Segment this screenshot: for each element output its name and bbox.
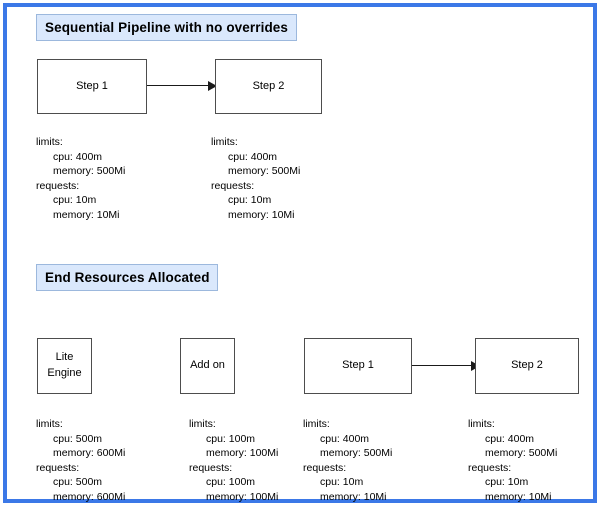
requests-memory: memory: 100Mi xyxy=(206,490,279,503)
node-lite-engine[interactable]: Lite Engine xyxy=(37,338,92,394)
requests-memory: memory: 10Mi xyxy=(320,490,387,503)
node-label: Step 1 xyxy=(342,359,374,372)
node-step-1-allocated[interactable]: Step 1 xyxy=(304,338,412,394)
arrow-head xyxy=(208,81,217,91)
node-label: Step 2 xyxy=(511,359,543,372)
limits-cpu: cpu: 400m xyxy=(53,150,103,163)
node-label: Step 2 xyxy=(252,79,285,92)
limits-cpu: cpu: 100m xyxy=(206,432,256,445)
spec-step-1-sequential: limits: cpu: 400m memory: 500Mi requests… xyxy=(36,135,125,223)
limits-label: limits: xyxy=(36,418,63,430)
requests-cpu: cpu: 500m xyxy=(53,476,103,489)
node-add-on[interactable]: Add on xyxy=(180,338,235,394)
limits-memory: memory: 500Mi xyxy=(228,165,301,178)
limits-memory: memory: 600Mi xyxy=(53,447,126,460)
limits-cpu: cpu: 500m xyxy=(53,432,103,445)
requests-label: requests: xyxy=(211,179,255,192)
requests-label: requests: xyxy=(36,461,80,474)
limits-label: limits: xyxy=(468,418,495,430)
section-title-end-resources-allocated: End Resources Allocated xyxy=(36,264,218,291)
requests-label: requests: xyxy=(303,461,347,474)
node-label: Step 1 xyxy=(76,79,108,92)
limits-label: limits: xyxy=(189,418,216,430)
requests-cpu: cpu: 10m xyxy=(53,194,97,207)
section-title-sequential-pipeline: Sequential Pipeline with no overrides xyxy=(36,14,297,41)
limits-label: limits: xyxy=(36,136,63,148)
limits-memory: memory: 500Mi xyxy=(320,447,393,460)
arrow-shaft xyxy=(412,365,472,367)
node-step-2-sequential[interactable]: Step 2 xyxy=(215,59,322,114)
node-step-1-sequential[interactable]: Step 1 xyxy=(37,59,147,114)
limits-cpu: cpu: 400m xyxy=(228,150,278,163)
limits-memory: memory: 100Mi xyxy=(206,447,279,460)
requests-memory: memory: 10Mi xyxy=(228,208,295,221)
limits-label: limits: xyxy=(303,418,330,430)
requests-label: requests: xyxy=(36,179,80,192)
outer-frame: Sequential Pipeline with no overrides St… xyxy=(3,3,597,503)
limits-cpu: cpu: 400m xyxy=(485,432,535,445)
requests-cpu: cpu: 100m xyxy=(206,476,256,489)
node-label: Lite Engine xyxy=(47,351,82,379)
node-label: Add on xyxy=(190,359,225,372)
spec-step-1-allocated: limits: cpu: 400m memory: 500Mi requests… xyxy=(303,417,392,505)
requests-memory: memory: 10Mi xyxy=(485,490,552,503)
limits-label: limits: xyxy=(211,136,238,148)
limits-memory: memory: 500Mi xyxy=(485,447,558,460)
requests-cpu: cpu: 10m xyxy=(485,476,529,489)
limits-cpu: cpu: 400m xyxy=(320,432,370,445)
requests-cpu: cpu: 10m xyxy=(320,476,364,489)
spec-lite-engine: limits: cpu: 500m memory: 600Mi requests… xyxy=(36,417,125,505)
requests-cpu: cpu: 10m xyxy=(228,194,272,207)
arrow-step1-to-step2-sequential xyxy=(147,80,217,92)
arrow-shaft xyxy=(147,85,209,87)
arrow-step1-to-step2-allocated xyxy=(412,360,480,372)
node-step-2-allocated[interactable]: Step 2 xyxy=(475,338,579,394)
spec-add-on: limits: cpu: 100m memory: 100Mi requests… xyxy=(189,417,278,505)
spec-step-2-allocated: limits: cpu: 400m memory: 500Mi requests… xyxy=(468,417,557,505)
requests-memory: memory: 600Mi xyxy=(53,490,126,503)
limits-memory: memory: 500Mi xyxy=(53,165,126,178)
requests-label: requests: xyxy=(468,461,512,474)
spec-step-2-sequential: limits: cpu: 400m memory: 500Mi requests… xyxy=(211,135,300,223)
requests-label: requests: xyxy=(189,461,233,474)
requests-memory: memory: 10Mi xyxy=(53,208,120,221)
